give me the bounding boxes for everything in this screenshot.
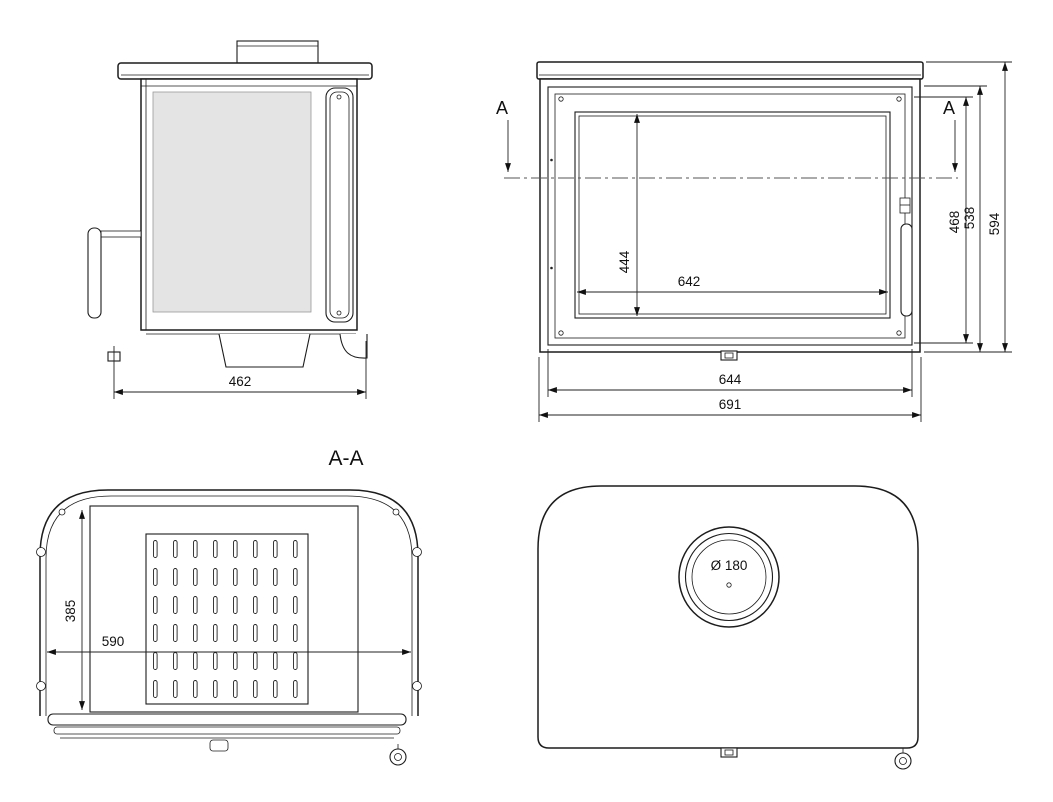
rivet-icon [550, 266, 553, 270]
door-latch [899, 197, 911, 214]
dim-total-height-label: 594 [987, 212, 1002, 235]
corner-screw-icon [58, 508, 66, 516]
dim-side-depth-label: 462 [229, 374, 252, 389]
bottom-skirt [218, 333, 311, 368]
flue-outlet-inner [691, 539, 767, 615]
handle-knob-top-inner [899, 757, 907, 765]
door-frame [547, 86, 913, 346]
screw-icon [336, 94, 342, 100]
flue-outlet-outer [678, 526, 780, 628]
rear-latch-top [720, 747, 738, 758]
screw-icon [558, 330, 564, 336]
side-clip-icon [412, 681, 422, 691]
flue-outlet-mid [684, 532, 774, 622]
center-mark-icon [726, 582, 732, 588]
door-assembly-inner [53, 726, 401, 735]
section-label-a-left: A [496, 98, 508, 118]
side-clip-icon [36, 547, 46, 557]
side-clip-icon [36, 681, 46, 691]
door-assembly-outer [47, 713, 407, 726]
screw-icon [896, 96, 902, 102]
door-handle-front [900, 223, 913, 317]
handle-knob-top [894, 752, 912, 770]
top-plate-front [536, 61, 924, 80]
section-title: A-A [328, 447, 363, 470]
rear-shield [325, 87, 354, 323]
dim-body-height-label: 538 [962, 207, 977, 230]
dim-inner-width-label: 590 [102, 634, 125, 649]
side-view: 462 [87, 40, 373, 399]
rear-shield-inner [329, 91, 350, 319]
screw-icon [896, 330, 902, 336]
glass [574, 111, 891, 319]
dim-glass-width-label: 642 [678, 274, 701, 289]
dim-door-height-label: 468 [947, 211, 962, 234]
bottom-latch-inner [724, 352, 734, 359]
corner-screw-icon [392, 508, 400, 516]
flue-collar-side [236, 40, 319, 64]
side-panel [152, 91, 312, 313]
body-front [539, 78, 921, 353]
dim-inner-depth-label: 385 [63, 600, 78, 623]
dim-glass-height-label: 444 [617, 250, 632, 273]
handle-bracket [100, 230, 142, 238]
inner-wall [45, 495, 413, 716]
door-handle-side [87, 227, 102, 319]
door-frame-inner [554, 93, 906, 339]
section-view: A-A 385 590 [36, 447, 422, 766]
section-label-a-right: A [943, 98, 955, 118]
dim-total-width-label: 691 [719, 397, 742, 412]
top-view: Ø 180 [537, 485, 919, 770]
vent-slots [152, 539, 302, 701]
rear-latch-inner [724, 749, 734, 756]
handle-knob-inner [394, 753, 402, 761]
rear-foot [339, 333, 368, 359]
screw-icon [336, 310, 342, 316]
front-view: A A 444 642 468 538 594 644 691 [496, 61, 1012, 422]
center-latch [209, 739, 229, 752]
flue-diameter-label: Ø 180 [711, 558, 748, 573]
dim-door-width-label: 644 [719, 372, 742, 387]
bottom-latch-front [720, 350, 738, 361]
top-plate-side [117, 62, 373, 80]
side-clip-icon [412, 547, 422, 557]
rivet-icon [550, 158, 553, 162]
glass-inner [578, 115, 887, 315]
handle-knob [389, 748, 407, 766]
screw-icon [558, 96, 564, 102]
